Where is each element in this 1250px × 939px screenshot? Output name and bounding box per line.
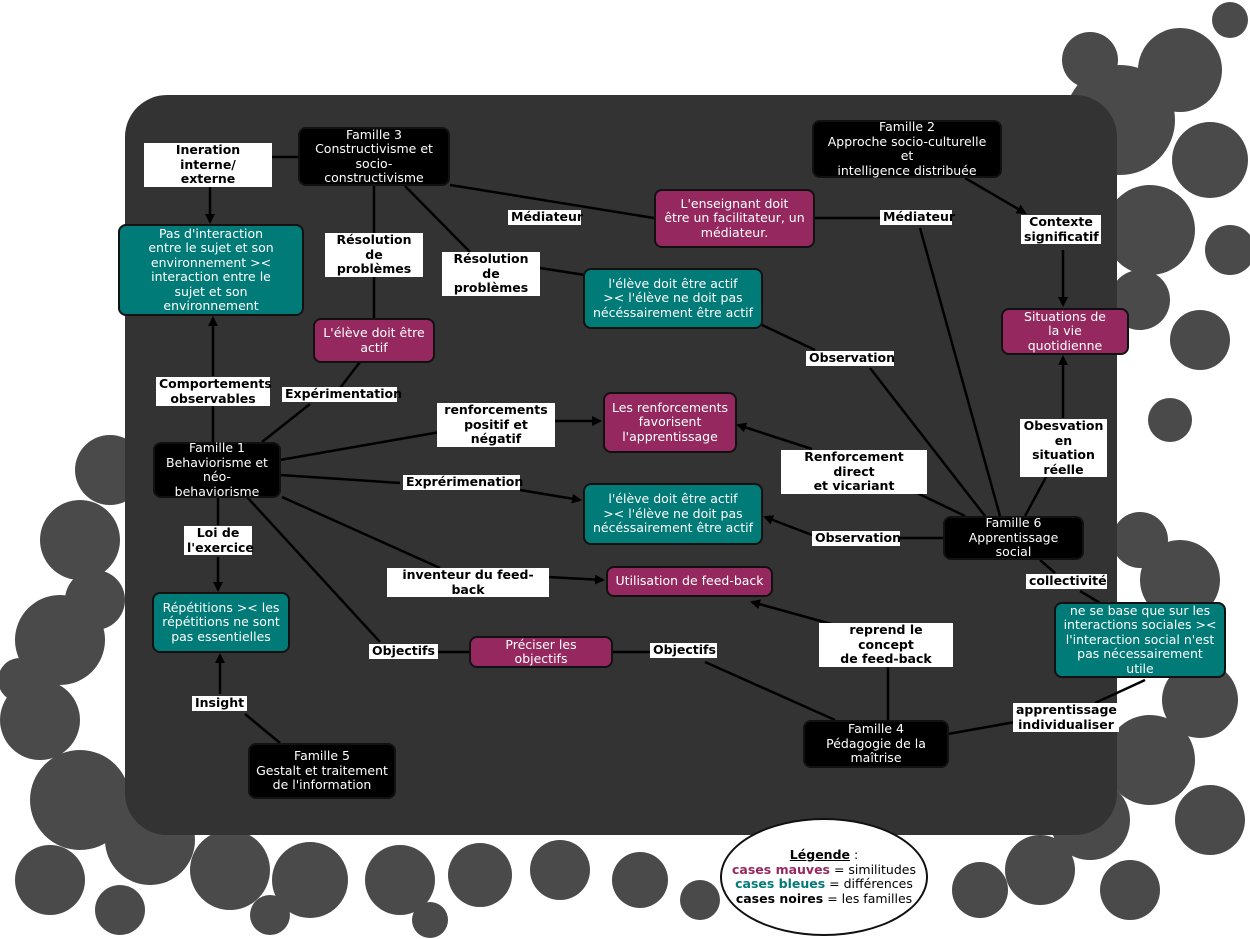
node-famille-3: Famille 3 Constructivisme et socio-const… [298, 127, 450, 186]
edge-f5-insight [244, 713, 281, 744]
edge-observation1-f6 [869, 367, 986, 517]
edge-collectivite-interactions [1079, 589, 1101, 605]
legend-key-teal: cases bleues [735, 876, 826, 891]
legend-title: Légende [789, 847, 850, 862]
label-mediateur-1: Médiateur [508, 209, 583, 225]
label-mediateur-2: Médiateur [880, 209, 955, 225]
legend-row-teal: cases bleues = différences [735, 876, 913, 892]
edge-f6-collectivite [1039, 559, 1056, 574]
legend-val-black: = les familles [823, 890, 913, 906]
label-contexte: Contexte significatif [1021, 214, 1101, 244]
edge-f4-apprentissage [947, 720, 1016, 736]
edge-f1-experimentation1 [261, 403, 311, 443]
legend-title-row: Légende : [789, 847, 859, 863]
edge-f3-resolution2 [404, 185, 471, 253]
legend-val-teal: = différences [825, 876, 913, 891]
label-insight: Insight [192, 695, 247, 711]
label-observation-2: Observation [812, 530, 901, 546]
edge-apprentissage-interactions [1094, 678, 1146, 705]
edge-objectifs2-f4 [704, 660, 836, 722]
edge-eleveactif1-observation1 [761, 323, 816, 352]
node-renforcements: Les renforcements favorisent l'apprentis… [603, 392, 737, 453]
label-ineration: Ineration interne/ externe [144, 142, 272, 187]
node-famille-2: Famille 2 Approche socio-culturelle et i… [812, 119, 1002, 178]
node-situations: Situations de la vie quotidienne [1001, 308, 1129, 355]
label-resolution-2: Résolution de problèmes [442, 251, 540, 296]
edge-experimentation2-eleveactif2 [519, 488, 582, 504]
node-preciser-objectifs: Préciser les objectifs [469, 636, 613, 668]
node-pas-interaction: Pas d'interaction entre le sujet et son … [118, 224, 304, 316]
edge-renforcementdv-renforcements [736, 422, 813, 451]
node-famille-4: Famille 4 Pédagogie de la maîtrise [803, 720, 949, 768]
edge-f1-renforcements [279, 430, 441, 462]
node-feedback: Utilisation de feed-back [606, 566, 773, 597]
edge-observation2-eleveactif2 [763, 515, 813, 537]
label-objectifs-1: Objectifs [369, 643, 438, 659]
node-famille-1: Famille 1 Behaviorisme et néo-behavioris… [153, 440, 281, 498]
connector-lines [205, 155, 1146, 744]
label-inventeur: inventeur du feed-back [387, 567, 549, 597]
node-enseignant: L'enseignant doit être un facilitateur, … [654, 189, 815, 248]
node-repetitions: Répétitions >< les répétitions ne sont p… [152, 592, 290, 653]
label-comportements: Comportements observables [156, 376, 272, 406]
legend-key-black: cases noires [735, 890, 824, 906]
legend-row-black: cases noires = les familles [735, 890, 913, 907]
edge-f1-experimentation2 [279, 473, 401, 485]
legend-val-mauve: = similitudes [830, 861, 916, 877]
legend-row-mauve: cases mauves = similitudes [732, 861, 916, 878]
label-reprend: reprend le concept de feed-back [819, 622, 953, 667]
label-renforcement-dv: Renforcement direct et vicariant [781, 449, 927, 494]
node-eleve-actif-1: l'élève doit être actif >< l'élève ne do… [583, 268, 763, 329]
edge-f1-inventeur [281, 495, 441, 570]
label-apprentissage: apprentissage individualiser [1013, 702, 1119, 732]
node-famille-5: Famille 5 Gestalt et traitement de l'inf… [248, 743, 396, 799]
edge-inventeur-feedback [547, 574, 605, 585]
label-obsevation-reelle: Obesvation en situation réelle [1020, 418, 1107, 477]
node-interactions-sociales: ne se base que sur les interactions soci… [1054, 602, 1226, 678]
label-renforcements-pn: renforcements positif et négatif [437, 402, 555, 447]
edge-f2-contexte [964, 176, 1027, 215]
node-eleve-actif-2: l'élève doit être actif >< l'élève ne do… [583, 483, 763, 545]
legend-colon: : [850, 847, 859, 862]
label-observation-1: Observation [806, 350, 895, 366]
label-objectifs-2: Objectifs [650, 642, 717, 658]
label-collectivite: collectivité [1026, 573, 1107, 589]
edge-resolution2-eleveactif1 [539, 266, 586, 277]
label-experimentation-2: Exprérimenation [403, 474, 523, 490]
label-loi: Loi de l'exercice [184, 525, 254, 555]
label-experimentation-1: Expérimentation [282, 386, 402, 402]
node-famille-6: Famille 6 Apprentissage social [943, 516, 1084, 560]
edge-mediateur2-f6 [918, 227, 1002, 517]
edge-f1-objectifs1 [246, 496, 381, 643]
edge-reprend-feedback [750, 599, 836, 627]
edge-experimentation1-eleve [339, 361, 361, 389]
label-resolution-1: Résolution de problèmes [325, 232, 423, 277]
edge-f3-enseignant [449, 183, 655, 220]
legend-key-mauve: cases mauves [732, 861, 830, 877]
node-eleve-doit-etre-actif: L'élève doit être actif [313, 318, 435, 363]
legend: Légende : cases mauves = similitudes cas… [720, 818, 928, 936]
